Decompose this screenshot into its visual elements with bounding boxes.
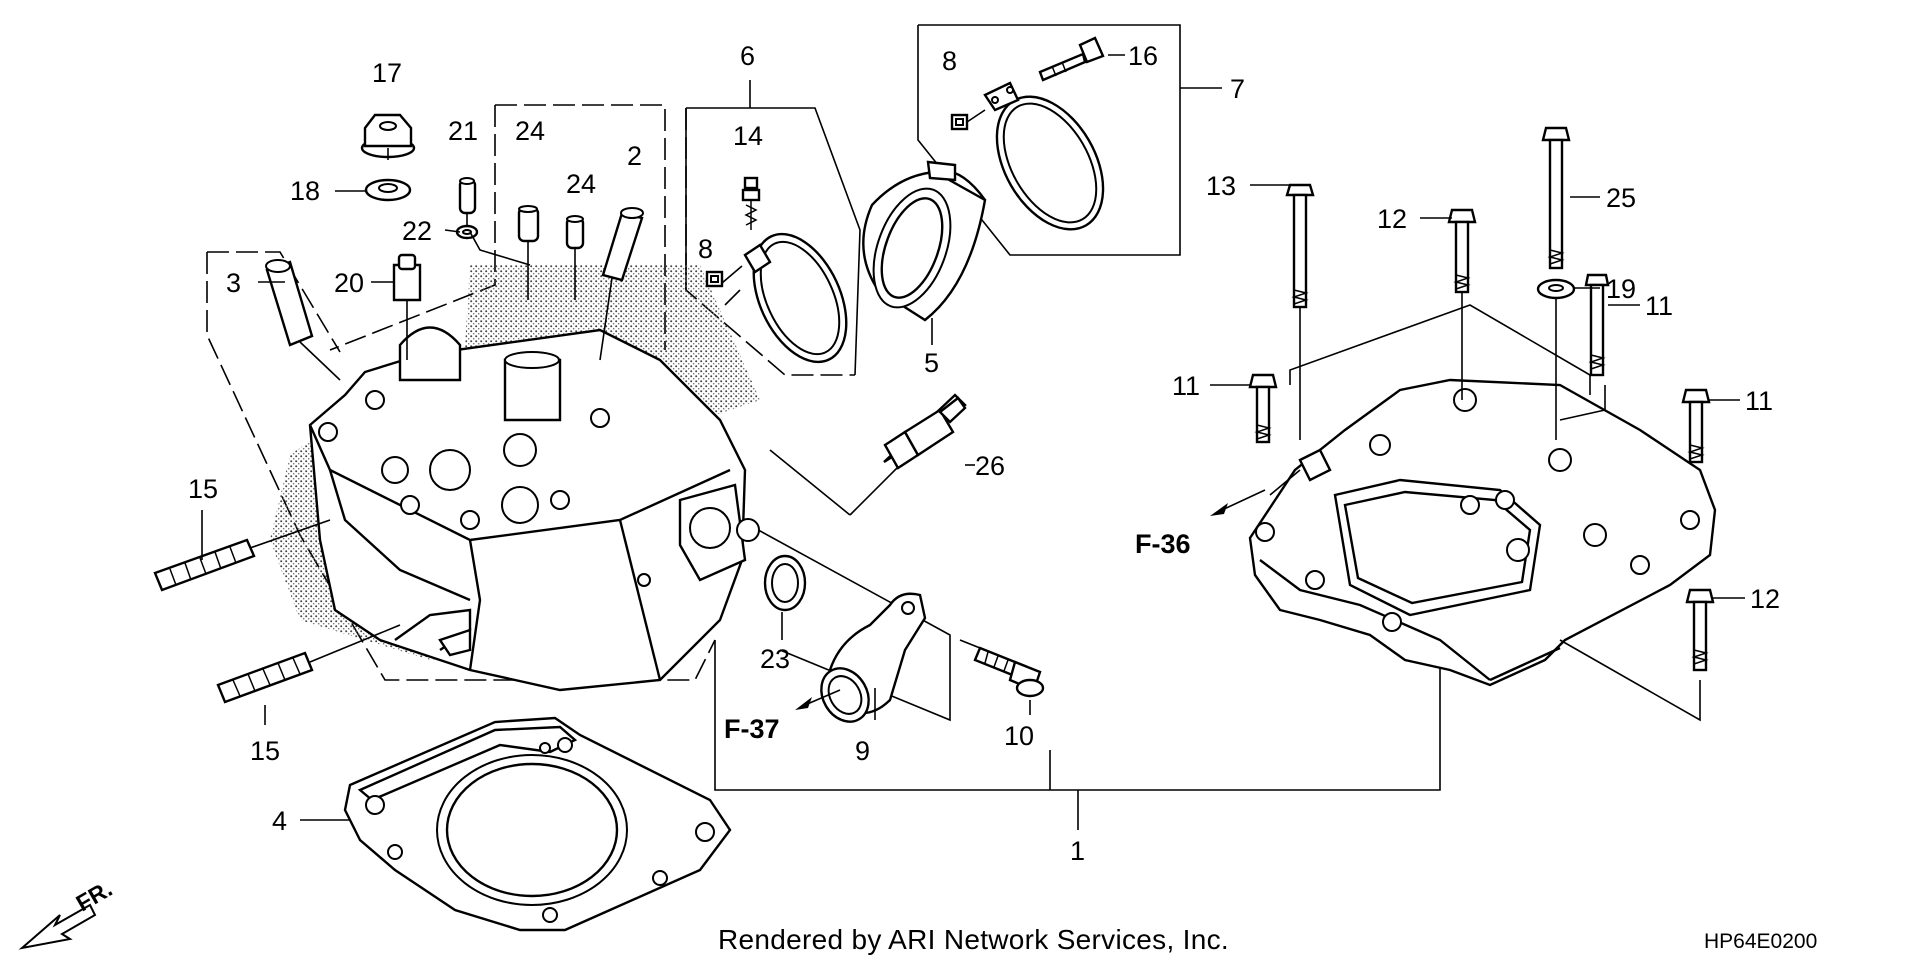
callout-3: 3 xyxy=(226,268,241,298)
callout-2: 2 xyxy=(627,141,642,171)
screw-16 xyxy=(1038,36,1105,82)
callout-20: 20 xyxy=(334,268,364,298)
intake-insulator xyxy=(862,160,987,345)
callout-9: 9 xyxy=(855,736,870,766)
screw-14 xyxy=(741,176,761,230)
stud-bolt-lower xyxy=(216,651,314,704)
cover-bolts xyxy=(1248,126,1715,722)
callout-26: 26 xyxy=(975,451,1005,481)
callout-10: 10 xyxy=(1004,721,1034,751)
head-gasket xyxy=(343,716,732,932)
callout-8b: 8 xyxy=(942,46,957,76)
hose-band-7 xyxy=(950,36,1105,231)
stud-bolts xyxy=(153,519,401,704)
hose-band-6 xyxy=(705,176,848,364)
clip-8b xyxy=(950,113,969,131)
callout-7: 7 xyxy=(1230,74,1245,104)
callouts: 17 18 21 22 20 3 24 24 2 6 14 8 5 8 16 7… xyxy=(188,41,1780,866)
bolt-12b xyxy=(1685,588,1715,672)
plug-20 xyxy=(392,253,422,302)
bolt-11b xyxy=(1248,373,1278,444)
o-ring-23 xyxy=(763,554,807,640)
callout-4: 4 xyxy=(272,806,287,836)
reference-arrows xyxy=(795,489,1266,710)
leader-lines xyxy=(201,54,1745,821)
render-credit: Rendered by ARI Network Services, Inc. xyxy=(718,924,1229,955)
callout-23: 23 xyxy=(760,644,790,674)
dowel-21 xyxy=(458,177,477,215)
callout-6: 6 xyxy=(740,41,755,71)
callout-15a: 15 xyxy=(188,474,218,504)
callout-5: 5 xyxy=(924,348,939,378)
callout-11c: 11 xyxy=(1745,386,1773,416)
dowel-24a xyxy=(517,205,540,243)
callout-24b: 24 xyxy=(566,169,596,199)
callout-12b: 12 xyxy=(1750,584,1780,614)
diagram-code: HP64E0200 xyxy=(1704,930,1818,953)
head-cover xyxy=(1248,378,1717,687)
callout-11b: 11 xyxy=(1172,371,1200,401)
callout-18: 18 xyxy=(290,176,320,206)
ref-f36: F-36 xyxy=(1135,529,1191,559)
guide-3 xyxy=(265,259,314,347)
callout-19: 19 xyxy=(1606,274,1636,304)
washer-19 xyxy=(1536,278,1576,440)
spark-plug xyxy=(769,393,967,516)
bolt-10 xyxy=(959,639,1045,715)
callout-1: 1 xyxy=(1070,836,1085,866)
stud-bolt-upper xyxy=(153,538,256,592)
fr-label: FR. xyxy=(72,875,117,916)
callout-17: 17 xyxy=(372,58,402,88)
bolt-11a xyxy=(1584,273,1610,377)
ref-f37: F-37 xyxy=(724,714,780,744)
callout-25: 25 xyxy=(1606,183,1636,213)
bolt-25 xyxy=(1541,126,1571,270)
dowel-24b xyxy=(565,215,585,250)
callout-13: 13 xyxy=(1206,171,1236,201)
washer-18 xyxy=(364,178,412,202)
water-joint xyxy=(820,592,927,723)
callout-22: 22 xyxy=(402,216,432,246)
cylinder-head xyxy=(308,326,760,692)
callout-15b: 15 xyxy=(250,736,280,766)
clip-8a xyxy=(705,270,724,288)
callout-21: 21 xyxy=(448,116,478,146)
callout-24a: 24 xyxy=(515,116,545,146)
bolt-11c xyxy=(1681,388,1711,464)
callout-14: 14 xyxy=(733,121,763,151)
front-arrow: FR. xyxy=(18,875,117,950)
callout-8a: 8 xyxy=(698,234,713,264)
callout-11a: 11 xyxy=(1645,291,1673,321)
callout-12a: 12 xyxy=(1377,204,1407,234)
callout-16: 16 xyxy=(1128,41,1158,71)
bolt-13 xyxy=(1285,183,1315,440)
guide-2 xyxy=(601,207,644,282)
